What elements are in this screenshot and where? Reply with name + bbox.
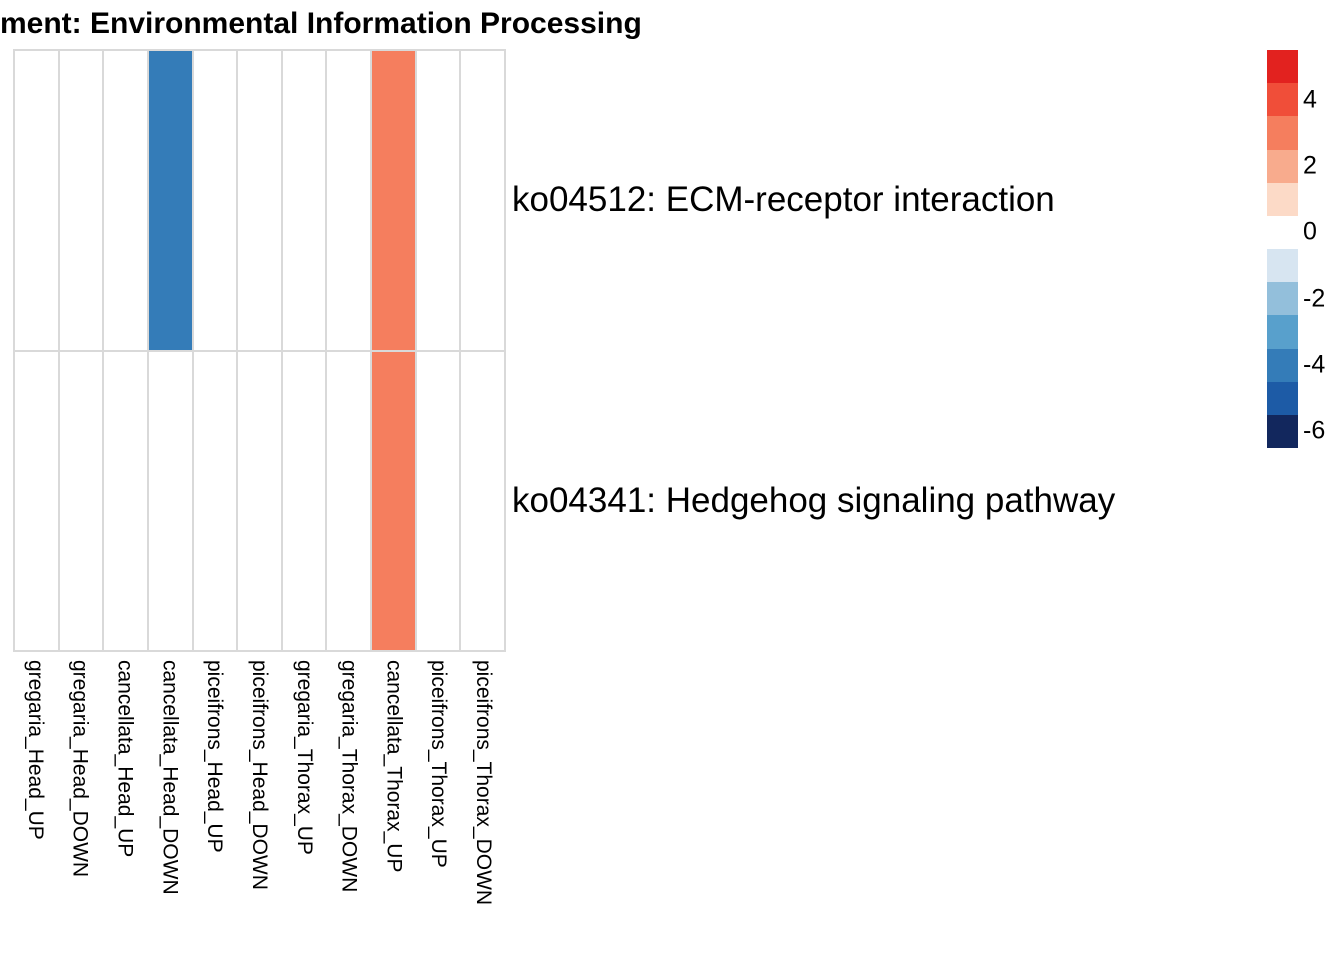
heatmap-cell [59, 351, 103, 650]
heatmap-cell [15, 51, 58, 350]
column-label-text: cancellata_Head_DOWN [158, 660, 182, 895]
heatmap-cell [238, 51, 281, 350]
column-label: piceifrons_Head_UP [192, 660, 237, 955]
legend-color-block [1267, 315, 1298, 349]
legend-color-block [1267, 381, 1298, 415]
row-label: ko04512: ECM-receptor interaction [512, 179, 1055, 219]
column-label: piceifrons_Thorax_DOWN [461, 660, 506, 955]
legend-color-block [1267, 182, 1298, 216]
colorbar-legend [1267, 50, 1298, 449]
heatmap-cell [461, 51, 504, 350]
column-label-text: gregaria_Head_UP [23, 660, 47, 840]
column-label-text: gregaria_Thorax_UP [292, 660, 316, 855]
column-label-text: gregaria_Thorax_DOWN [337, 660, 361, 893]
column-label: piceifrons_Head_DOWN [237, 660, 282, 955]
heatmap-cell [104, 51, 147, 350]
legend-tick-label: -6 [1303, 416, 1326, 445]
heatmap-cell [372, 351, 415, 650]
legend-color-block [1267, 414, 1298, 449]
heatmap-grid [13, 49, 506, 652]
column-label-text: cancellata_Thorax_UP [382, 660, 406, 873]
heatmap-cell [282, 51, 326, 350]
heatmap-cell [148, 51, 192, 350]
column-label-text: piceifrons_Head_DOWN [247, 660, 271, 890]
column-label-text: piceifrons_Thorax_UP [427, 660, 451, 868]
column-label: gregaria_Thorax_DOWN [327, 660, 372, 955]
legend-color-block [1267, 282, 1298, 316]
legend-color-block [1267, 149, 1298, 183]
heatmap-cell [148, 351, 192, 650]
legend-color-block [1267, 50, 1298, 84]
column-label: piceifrons_Thorax_UP [416, 660, 461, 955]
chart-title: ment: Environmental Information Processi… [0, 7, 642, 40]
column-labels: gregaria_Head_UP gregaria_Head_DOWN cancel… [13, 660, 506, 955]
legend-color-block [1267, 116, 1298, 150]
column-label: cancellata_Head_DOWN [147, 660, 192, 955]
column-label: gregaria_Head_UP [13, 660, 58, 955]
heatmap-cell [193, 51, 237, 350]
heatmap-cell [461, 351, 504, 650]
column-label-text: cancellata_Head_UP [113, 660, 137, 858]
column-label-text: gregaria_Head_DOWN [68, 660, 92, 878]
column-label: gregaria_Head_DOWN [58, 660, 103, 955]
heatmap-cell [193, 351, 237, 650]
legend-color-block [1267, 215, 1298, 250]
heatmap-cell [238, 351, 281, 650]
row-label: ko04341: Hedgehog signaling pathway [512, 481, 1116, 520]
legend-color-block [1267, 83, 1298, 117]
heatmap-cell [372, 51, 415, 350]
column-label: gregaria_Thorax_UP [282, 660, 327, 955]
column-label: cancellata_Thorax_UP [372, 660, 417, 955]
heatmap-cell [416, 51, 460, 350]
heatmap-cell [416, 351, 460, 650]
legend-tick-label: -4 [1303, 350, 1326, 379]
legend-tick-label: -2 [1303, 284, 1326, 313]
legend-tick-label: 0 [1303, 217, 1317, 246]
heatmap-cell [327, 351, 371, 650]
heatmap-cell [282, 351, 326, 650]
heatmap-cell [327, 51, 371, 350]
legend-color-block [1267, 249, 1298, 283]
legend-tick-label: 2 [1303, 151, 1317, 180]
heatmap-cell [104, 351, 147, 650]
legend-tick-label: 4 [1303, 85, 1317, 114]
legend-color-block [1267, 348, 1298, 382]
column-label: cancellata_Head_UP [103, 660, 148, 955]
column-label-text: piceifrons_Head_UP [203, 660, 227, 853]
heatmap-cell [59, 51, 103, 350]
column-label-text: piceifrons_Thorax_DOWN [472, 660, 496, 906]
heatmap-cell [15, 351, 58, 650]
